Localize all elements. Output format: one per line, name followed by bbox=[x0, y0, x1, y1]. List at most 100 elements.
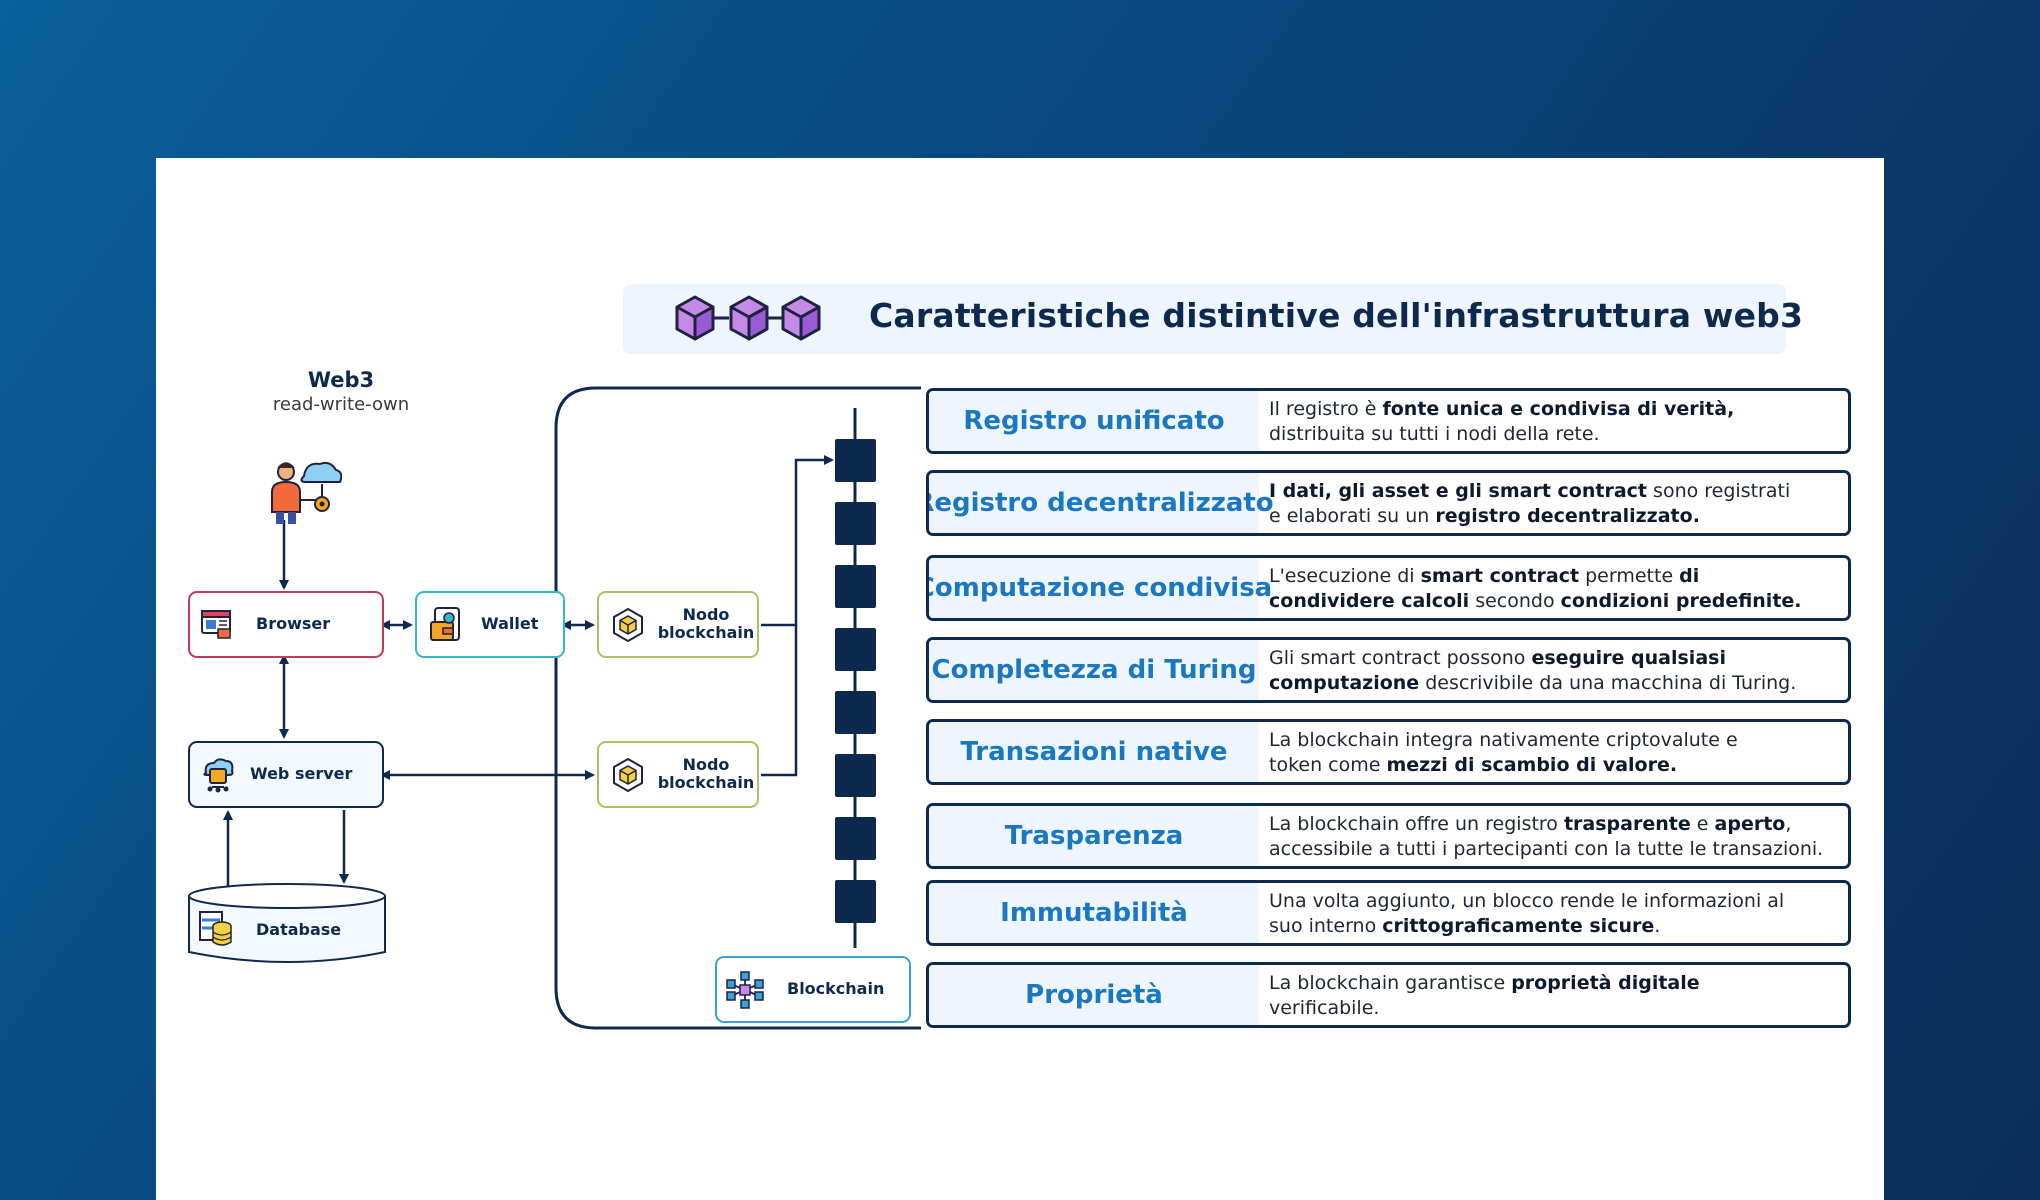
infographic-sheet: Caratteristiche distintive dell'infrastr… bbox=[156, 158, 1884, 1200]
description-bold-text: fonte unica e condivisa di verità, bbox=[1382, 398, 1735, 420]
description-bold-text: mezzi di scambio di valore. bbox=[1386, 754, 1678, 776]
feature-description: I dati, gli asset e gli smart contract s… bbox=[1269, 479, 1848, 529]
description-line: La blockchain integra nativamente cripto… bbox=[1269, 728, 1848, 753]
description-text: Il registro è bbox=[1269, 398, 1383, 420]
browser-label: Browser bbox=[256, 614, 331, 633]
description-text: distribuita su tutti i nodi della rete. bbox=[1269, 423, 1600, 445]
description-bold-text: condizioni predefinite. bbox=[1560, 590, 1802, 612]
feature-row-trasparenza: Trasparenza La blockchain offre un regis… bbox=[926, 803, 1851, 869]
description-bold-text: aperto bbox=[1714, 813, 1786, 835]
nodo2-line2: blockchain bbox=[657, 773, 755, 792]
description-bold-text: eseguire qualsiasi bbox=[1531, 647, 1726, 669]
feature-name: Registro unificato bbox=[963, 406, 1225, 436]
description-text: secondo bbox=[1469, 590, 1561, 612]
feature-row-immutabilita: Immutabilità Una volta aggiunto, un bloc… bbox=[926, 880, 1851, 946]
description-text: Gli smart contract possono bbox=[1269, 647, 1532, 669]
description-line: Gli smart contract possono eseguire qual… bbox=[1269, 646, 1848, 671]
feature-name: Immutabilità bbox=[1000, 898, 1188, 928]
description-line: computazione descrivibile da una macchin… bbox=[1269, 671, 1848, 696]
wallet-icon bbox=[430, 607, 460, 641]
feature-description: Gli smart contract possono eseguire qual… bbox=[1269, 646, 1848, 696]
feature-row-registro-unificato: Registro unificato Il registro è fonte u… bbox=[926, 388, 1851, 454]
nodo2-line1: Nodo bbox=[682, 755, 730, 774]
description-text: La blockchain garantisce bbox=[1269, 972, 1512, 994]
description-line: La blockchain garantisce proprietà digit… bbox=[1269, 971, 1848, 996]
nodo1-line2: blockchain bbox=[657, 623, 755, 642]
description-bold-text: condividere calcoli bbox=[1269, 590, 1470, 612]
feature-name: Trasparenza bbox=[1004, 821, 1184, 851]
web3-subtitle: read-write-own bbox=[272, 394, 410, 415]
description-text: accessibile a tutti i partecipanti con l… bbox=[1269, 838, 1824, 860]
description-text: e bbox=[1690, 813, 1715, 835]
feature-name: Proprietà bbox=[1025, 980, 1163, 1010]
description-line: condividere calcoli secondo condizioni p… bbox=[1269, 589, 1848, 614]
database-icon bbox=[199, 911, 232, 946]
description-line: I dati, gli asset e gli smart contract s… bbox=[1269, 479, 1848, 504]
feature-name: Completezza di Turing bbox=[931, 655, 1257, 685]
feature-description: La blockchain offre un registro traspare… bbox=[1269, 812, 1848, 862]
feature-row-registro-decentralizzato: Registro decentralizzato I dati, gli ass… bbox=[926, 470, 1851, 536]
blockchain-node: Blockchain bbox=[715, 956, 911, 1023]
description-text: La blockchain integra nativamente cripto… bbox=[1269, 729, 1738, 751]
blockchain-node-1: Nodo blockchain bbox=[597, 591, 759, 658]
wallet-node: Wallet bbox=[415, 591, 565, 658]
feature-row-completezza-di-turing: Completezza di Turing Gli smart contract… bbox=[926, 637, 1851, 703]
description-line: token come mezzi di scambio di valore. bbox=[1269, 753, 1848, 778]
description-bold-text: di bbox=[1679, 565, 1700, 587]
feature-name: Registro decentralizzato bbox=[926, 488, 1274, 518]
feature-row-computazione-condivisa: Computazione condivisa L'esecuzione di s… bbox=[926, 555, 1851, 621]
wallet-label: Wallet bbox=[481, 614, 539, 633]
description-line: distribuita su tutti i nodi della rete. bbox=[1269, 422, 1848, 447]
blockchain-blocks bbox=[835, 439, 876, 923]
description-bold-text: computazione bbox=[1269, 672, 1420, 694]
database-cylinder bbox=[188, 883, 386, 963]
feature-description: L'esecuzione di smart contract permette … bbox=[1269, 564, 1848, 614]
feature-name: Transazioni native bbox=[960, 737, 1228, 767]
blockchain-cubes-icon bbox=[675, 295, 821, 341]
feature-row-proprieta: Proprietà La blockchain garantisce propr… bbox=[926, 962, 1851, 1028]
description-line: La blockchain offre un registro traspare… bbox=[1269, 812, 1848, 837]
diagram-connectors bbox=[223, 386, 921, 1030]
description-text: descrivibile da una macchina di Turing. bbox=[1419, 672, 1797, 694]
user-cloud-icon bbox=[271, 461, 342, 524]
blockchain-network-icon bbox=[726, 971, 764, 1009]
description-bold-text: registro decentralizzato. bbox=[1435, 505, 1700, 527]
description-bold-text: proprietà digitale bbox=[1511, 972, 1700, 994]
description-text: verificabile. bbox=[1269, 997, 1380, 1019]
description-bold-text: crittograficamente sicure bbox=[1382, 915, 1655, 937]
description-line: Una volta aggiunto, un blocco rende le i… bbox=[1269, 889, 1848, 914]
description-bold-text: smart contract bbox=[1420, 565, 1580, 587]
feature-description: La blockchain garantisce proprietà digit… bbox=[1269, 971, 1848, 1021]
feature-description: Il registro è fonte unica e condivisa di… bbox=[1269, 397, 1848, 447]
description-line: e elaborati su un registro decentralizza… bbox=[1269, 504, 1848, 529]
description-line: verificabile. bbox=[1269, 996, 1848, 1021]
description-text: permette bbox=[1579, 565, 1680, 587]
description-text: suo interno bbox=[1269, 915, 1383, 937]
web-server-node: Web server bbox=[188, 741, 384, 808]
web-server-icon bbox=[203, 758, 234, 793]
description-text: . bbox=[1654, 915, 1661, 937]
browser-icon bbox=[201, 610, 231, 639]
description-line: suo interno crittograficamente sicure. bbox=[1269, 914, 1848, 939]
blockchain-label: Blockchain bbox=[787, 979, 885, 998]
node-cube-icon bbox=[613, 757, 643, 793]
nodo1-line1: Nodo bbox=[682, 605, 730, 624]
description-text: sono registrati bbox=[1647, 480, 1791, 502]
feature-description: Una volta aggiunto, un blocco rende le i… bbox=[1269, 889, 1848, 939]
browser-node: Browser bbox=[188, 591, 384, 658]
feature-description: La blockchain integra nativamente cripto… bbox=[1269, 728, 1848, 778]
description-text: Una volta aggiunto, un blocco rende le i… bbox=[1269, 890, 1785, 912]
blockchain-node-2: Nodo blockchain bbox=[597, 741, 759, 808]
description-line: Il registro è fonte unica e condivisa di… bbox=[1269, 397, 1848, 422]
feature-name: Computazione condivisa bbox=[926, 573, 1273, 603]
node-cube-icon bbox=[613, 607, 643, 643]
description-text: e elaborati su un bbox=[1269, 505, 1436, 527]
web3-title: Web3 bbox=[307, 368, 375, 392]
infrastructure-frame bbox=[554, 386, 921, 1030]
description-line: accessibile a tutti i partecipanti con l… bbox=[1269, 837, 1848, 862]
page-title: Caratteristiche distintive dell'infrastr… bbox=[869, 296, 1804, 335]
feature-row-transazioni-native: Transazioni native La blockchain integra… bbox=[926, 719, 1851, 785]
database-label: Database bbox=[256, 920, 342, 939]
description-text: , bbox=[1785, 813, 1792, 835]
description-line: L'esecuzione di smart contract permette … bbox=[1269, 564, 1848, 589]
